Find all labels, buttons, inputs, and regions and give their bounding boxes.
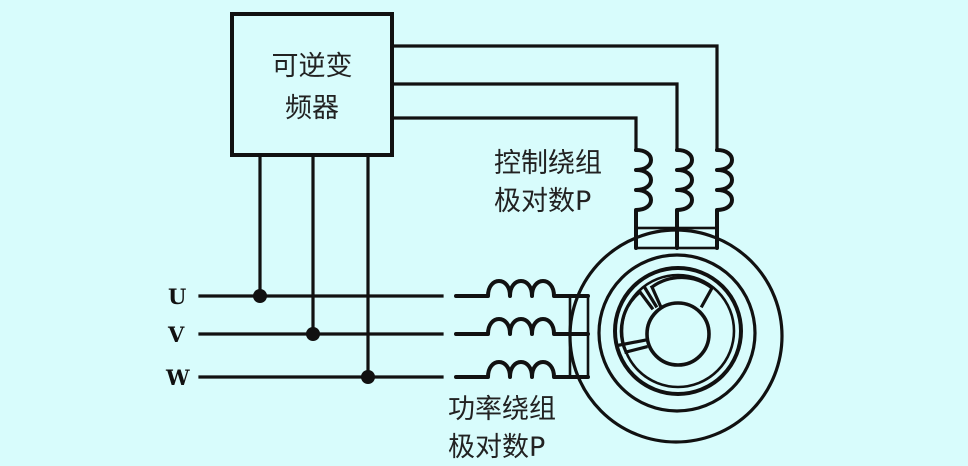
control-wires (390, 44, 719, 152)
converter-box (230, 12, 394, 157)
power-coil-u (454, 279, 590, 298)
phase-label-w: W (165, 365, 190, 390)
control-winding-label-line1: 控制绕组 (494, 148, 602, 179)
motor (568, 228, 784, 444)
control-coil-2 (675, 148, 694, 250)
control-wire-1 (390, 44, 719, 152)
rotor-bore (645, 301, 711, 367)
control-coil-3 (715, 148, 734, 250)
power-winding-label-line1: 功率绕组 (448, 394, 556, 425)
power-coil-v (454, 317, 590, 336)
junction-v (306, 327, 320, 341)
rotor-outer-ring (613, 266, 743, 396)
control-wire-3 (390, 116, 638, 152)
motor-stator-inner (597, 253, 757, 413)
motor-stator-outer (568, 228, 784, 444)
control-coil-1 (634, 148, 653, 250)
control-wire-2 (390, 82, 679, 152)
converter-label-line1: 可逆变 (272, 51, 353, 82)
phase-label-v: V (167, 322, 185, 347)
junction-u (253, 289, 267, 303)
power-coil-w (454, 360, 590, 379)
converter-taps (253, 153, 375, 384)
power-winding-label-line2: 极对数P (448, 432, 545, 463)
rotor-segment-top (649, 275, 715, 309)
rotor-gap-lines (618, 285, 659, 347)
phase-label-u: U (168, 284, 186, 309)
power-winding-coils (454, 279, 590, 379)
control-winding-label-line2: 极对数P (494, 186, 591, 217)
reversible-frequency-converter: 可逆变 频器 (230, 12, 394, 157)
supply-lines (198, 294, 444, 379)
converter-label-line2: 频器 (285, 93, 339, 124)
junction-w (361, 370, 375, 384)
